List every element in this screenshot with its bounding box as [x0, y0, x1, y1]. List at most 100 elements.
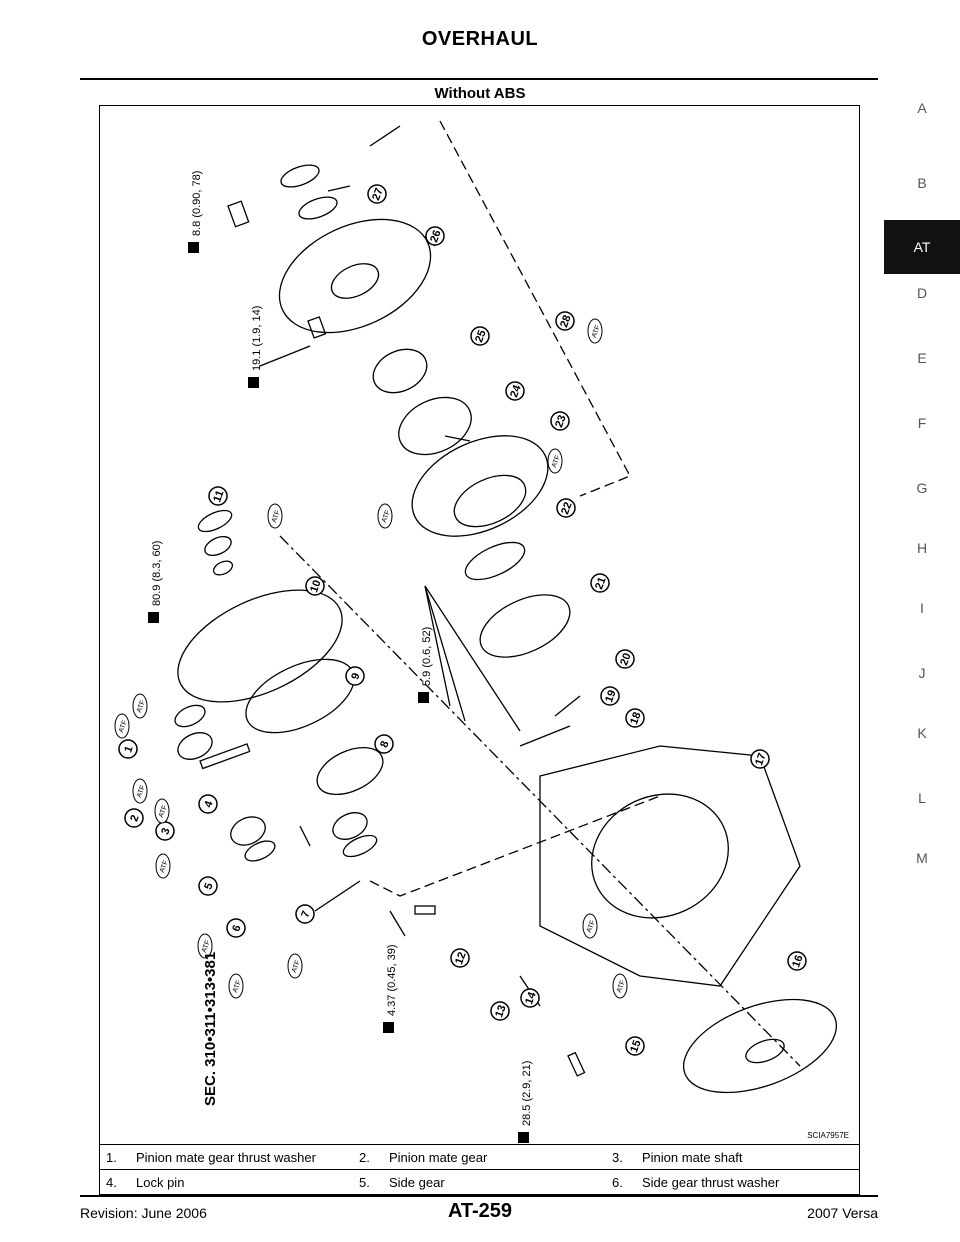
torque-wrench-icon	[148, 612, 159, 623]
outer-gear	[398, 396, 472, 456]
section-tab-m[interactable]: M	[916, 850, 928, 866]
torque-converter	[682, 998, 838, 1094]
svg-text:2: 2	[128, 813, 141, 823]
callout-10: 10	[305, 576, 325, 596]
legend-item: 3.Pinion mate shaft	[612, 1149, 743, 1165]
atf-tag-label: ATF	[271, 509, 282, 523]
section-tab-l[interactable]: L	[918, 790, 926, 806]
section-tab-g[interactable]: G	[916, 480, 928, 496]
legend-item: 4.Lock pin	[106, 1174, 185, 1190]
torque-spec: 4.37 (0.45, 39)	[386, 944, 398, 1016]
svg-text:8: 8	[378, 739, 391, 749]
section-tab-h[interactable]: H	[916, 540, 928, 556]
callout-2: 2	[124, 808, 144, 828]
callout-11: 11	[208, 486, 228, 506]
section-title: Without ABS	[434, 85, 526, 102]
torque-wrench-icon	[383, 1022, 394, 1033]
figure-id: SCIA7957E	[807, 1131, 849, 1140]
assembly-line-lower	[369, 795, 661, 897]
svg-text:28: 28	[558, 314, 573, 330]
atf-tag	[155, 853, 171, 879]
section-tab-e[interactable]: E	[917, 350, 927, 366]
side-gear	[177, 732, 213, 760]
atf-tag	[154, 798, 170, 824]
atf-tag	[228, 973, 244, 999]
callout-4: 4	[198, 794, 218, 814]
section-tab-at[interactable]: AT	[884, 220, 960, 274]
callout-7: 7	[295, 904, 315, 924]
atf-tag-label: ATF	[232, 979, 243, 993]
callout-24: 24	[505, 381, 525, 401]
callout-1: 1	[118, 739, 138, 759]
atf-tag-label: ATF	[136, 784, 147, 798]
svg-text:14: 14	[523, 990, 539, 1006]
atf-tag-label: ATF	[291, 959, 302, 973]
side-bearing	[316, 746, 384, 796]
footer-rule	[80, 1195, 878, 1197]
svg-text:27: 27	[370, 187, 385, 203]
atf-tag	[132, 693, 148, 719]
svg-text:9: 9	[349, 671, 362, 681]
torque-spec: 28.5 (2.9, 21)	[521, 1061, 533, 1126]
legend-row: 4.Lock pin 5.Side gear 6.Side gear thrus…	[100, 1169, 859, 1194]
header-rule	[80, 78, 878, 80]
svg-text:4: 4	[202, 799, 216, 810]
torque-spec: 80.9 (8.3, 60)	[151, 541, 163, 606]
final-gear	[177, 589, 343, 703]
svg-text:22: 22	[559, 501, 574, 517]
legend-item: 6.Side gear thrust washer	[612, 1174, 780, 1190]
callout-25: 25	[470, 326, 490, 346]
torque-spec: 8.8 (0.90, 78)	[191, 171, 203, 236]
svg-text:17: 17	[753, 752, 768, 768]
svg-text:21: 21	[593, 576, 608, 592]
bolt-lower	[414, 905, 436, 915]
side-gear-washer	[174, 704, 206, 728]
parts-legend: 1.Pinion mate gear thrust washer 2.Pinio…	[99, 1145, 860, 1195]
svg-text:18: 18	[628, 711, 643, 727]
atf-tag	[114, 713, 130, 739]
seal-ring	[464, 541, 526, 581]
atf-tag	[582, 913, 598, 939]
section-tab-f[interactable]: F	[917, 415, 927, 431]
atf-tag-label: ATF	[136, 699, 147, 713]
section-tab-i[interactable]: I	[920, 600, 924, 616]
callout-15: 15	[625, 1036, 645, 1056]
svg-text:24: 24	[508, 383, 524, 399]
section-tab-k[interactable]: K	[917, 725, 927, 741]
o-ring	[479, 594, 571, 658]
oil-pump-cover	[411, 435, 549, 537]
torque-wrench-icon	[418, 692, 429, 703]
section-tab-b[interactable]: B	[917, 175, 927, 191]
callout-9: 9	[345, 666, 365, 686]
callout-21: 21	[590, 573, 610, 593]
pinion-mate-shaft	[199, 743, 251, 770]
atf-tag-label: ATF	[201, 939, 212, 953]
atf-tag	[197, 933, 213, 959]
callout-27: 27	[367, 184, 387, 204]
section-reference: SEC. 310•311•313•381	[202, 951, 219, 1106]
section-tab-a[interactable]: A	[917, 100, 927, 116]
callout-17: 17	[750, 749, 770, 769]
bolt-cover	[307, 316, 327, 339]
inner-gear	[372, 348, 428, 394]
callout-28: 28	[555, 311, 575, 331]
svg-text:10: 10	[308, 579, 323, 595]
bolt-pump	[227, 200, 250, 228]
oil-pump-housing	[278, 218, 432, 334]
torque-wrench-icon	[518, 1132, 529, 1143]
callout-26: 26	[425, 226, 445, 246]
section-tab-d[interactable]: D	[916, 285, 928, 301]
snap-ring-a	[280, 164, 320, 188]
section-tab-j[interactable]: J	[918, 665, 926, 681]
atf-tag-label: ATF	[616, 979, 627, 993]
svg-text:6: 6	[230, 923, 243, 933]
callout-5: 5	[198, 876, 218, 896]
callout-23: 23	[550, 411, 570, 431]
callout-14: 14	[520, 988, 540, 1008]
svg-text:19: 19	[603, 689, 618, 705]
transaxle-case	[539, 745, 801, 987]
svg-text:12: 12	[453, 951, 468, 967]
atf-tag-label: ATF	[118, 719, 129, 733]
svg-text:20: 20	[618, 652, 633, 668]
